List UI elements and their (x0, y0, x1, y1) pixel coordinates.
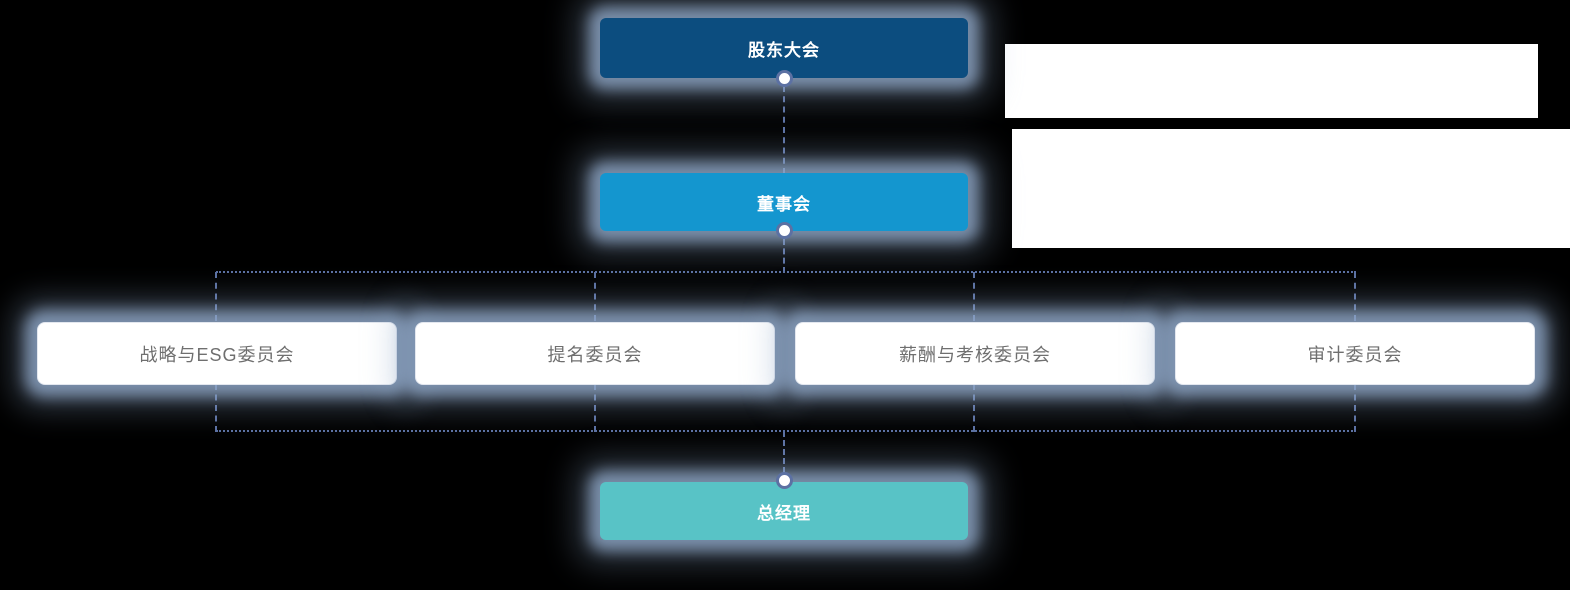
node-committee-nomination: 提名委员会 (415, 322, 775, 385)
node-board-of-directors-label: 董事会 (757, 194, 811, 214)
node-committee-audit-label: 审计委员会 (1307, 344, 1403, 365)
node-shareholders-meeting: 股东大会 (600, 18, 968, 78)
connector-drop-committee-2 (594, 272, 596, 321)
joint-circle-root (776, 70, 793, 87)
connector-committee-3-to-bus (973, 384, 975, 432)
connector-drop-committee-1 (215, 272, 217, 321)
node-board-of-directors: 董事会 (600, 173, 968, 231)
node-committee-strategy-esg: 战略与ESG委员会 (37, 322, 397, 385)
node-committee-audit: 审计委员会 (1175, 322, 1535, 385)
connector-bus-to-gm (783, 431, 785, 473)
connector-bus-bottom (216, 430, 1356, 432)
connector-drop-committee-3 (973, 272, 975, 321)
connector-committee-2-to-bus (594, 384, 596, 432)
background-patch-top-right-upper (1005, 44, 1538, 118)
connector-bus-top (216, 271, 1356, 273)
connector-committee-4-to-bus (1354, 384, 1356, 432)
node-committee-nomination-label: 提名委员会 (547, 344, 643, 365)
joint-circle-board (776, 222, 793, 239)
node-committee-strategy-esg-label: 战略与ESG委员会 (139, 344, 295, 365)
node-general-manager: 总经理 (600, 482, 968, 540)
connector-root-to-board (783, 86, 785, 174)
connector-board-to-bus (783, 239, 785, 273)
connector-committee-1-to-bus (215, 384, 217, 432)
node-committee-remuneration-appraisal: 薪酬与考核委员会 (795, 322, 1155, 385)
node-committee-remuneration-appraisal-label: 薪酬与考核委员会 (899, 344, 1051, 365)
node-general-manager-label: 总经理 (757, 503, 811, 523)
node-shareholders-meeting-label: 股东大会 (748, 40, 820, 60)
joint-circle-gm (776, 472, 793, 489)
background-patch-top-right-lower (1012, 129, 1570, 248)
connector-drop-committee-4 (1354, 272, 1356, 321)
